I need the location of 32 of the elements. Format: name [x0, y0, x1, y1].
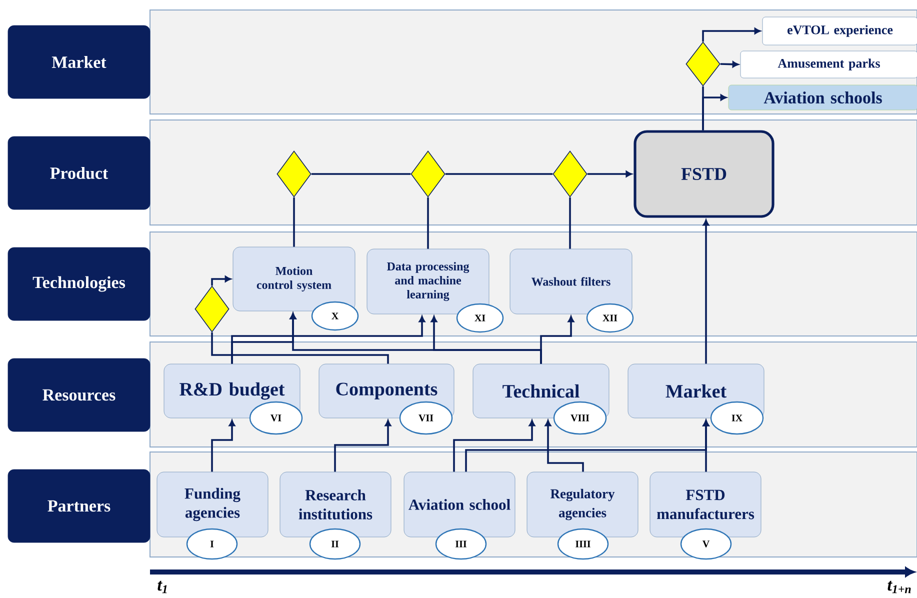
arrow — [702, 94, 727, 130]
lane-label: Partners — [8, 469, 150, 543]
arrow — [702, 28, 761, 42]
partner-box: Funding agencies — [156, 472, 268, 538]
arrow — [587, 170, 632, 178]
decision-diamond — [686, 42, 720, 86]
arrow — [211, 276, 232, 286]
lane-label: Market — [8, 25, 150, 99]
lane-label: Product — [8, 136, 150, 210]
arrow — [211, 420, 236, 472]
lane-label: Technologies — [8, 247, 150, 321]
arrow — [334, 420, 392, 472]
time-label: t$_{1}$ — [158, 580, 167, 594]
technology-box: Data processing and machine learning — [366, 248, 490, 314]
partner-box: Research institutions — [280, 472, 392, 538]
technology-box: Washout filters — [510, 248, 632, 314]
arrow — [290, 312, 542, 364]
arrow — [720, 61, 739, 68]
arrow — [702, 220, 710, 364]
arrow — [702, 420, 710, 472]
technology-box: Motion control system — [232, 246, 356, 312]
market-box: eVTOL experience — [762, 16, 917, 46]
time-label: t$_{1+n}$ — [888, 580, 911, 594]
arrow — [544, 420, 584, 472]
partner-box: Regulatory agencies — [526, 472, 638, 538]
product-box: FSTD — [634, 130, 774, 218]
arrow — [453, 420, 536, 472]
partner-box: FSTD manufacturers — [650, 472, 762, 538]
partner-box: Aviation school — [404, 472, 516, 538]
lane-label: Resources — [8, 358, 150, 432]
market-box: Amusement parks — [740, 50, 917, 78]
market-box: Aviation schools — [728, 84, 917, 110]
